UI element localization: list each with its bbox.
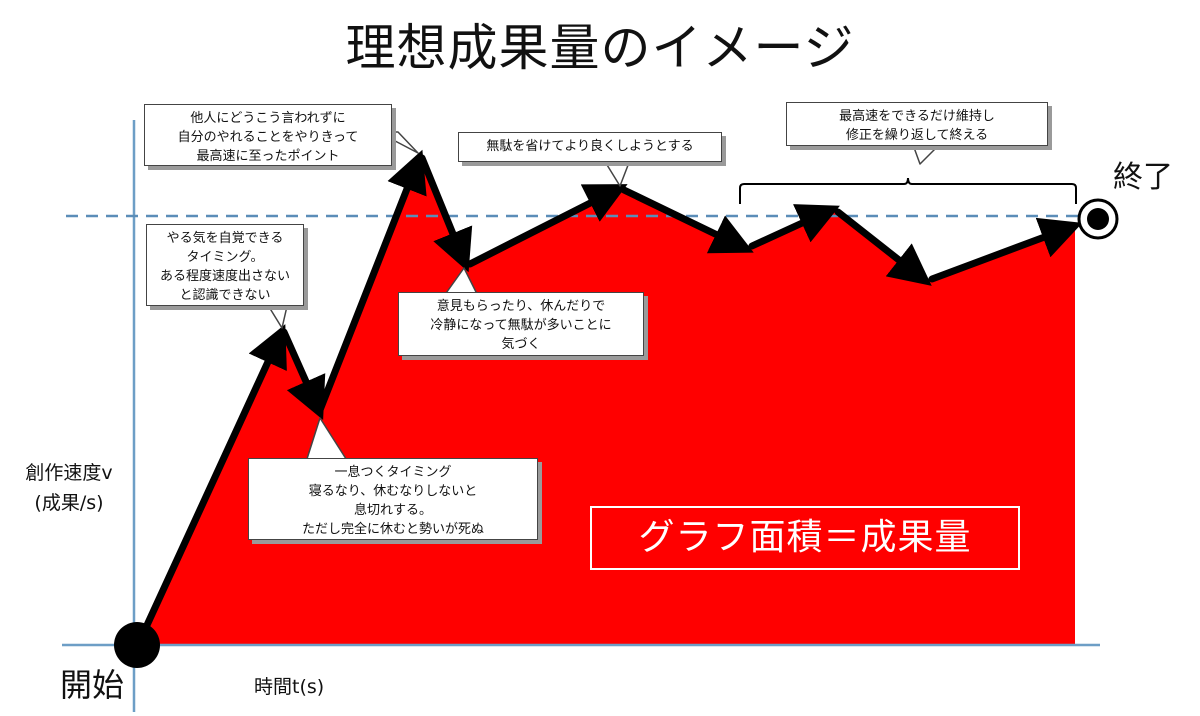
curve-segment-4: [418, 154, 473, 273]
x-axis-label: 時間t(s): [254, 676, 325, 698]
maintain-bracket: [739, 177, 1077, 204]
waste-callout: 意見もらったり、休んだりで 冷静になって無駄が多いことに 気づく: [398, 292, 644, 356]
curve-segment-8: [834, 208, 932, 286]
start-point-marker: [114, 622, 160, 668]
area-equals-output-label: グラフ面積＝成果量: [590, 506, 1020, 570]
rest-callout: 一息つくタイミング 寝るなり、休むなりしないと 息切れする。 ただし完全に休むと…: [248, 458, 538, 540]
improve-callout: 無駄を省けてより良くしようとする: [458, 132, 722, 162]
page-title: 理想成果量のイメージ: [345, 19, 855, 77]
start-label: 開始: [60, 666, 125, 704]
end-point-marker-inner: [1087, 208, 1109, 230]
peak-callout: 他人にどうこう言われずに 自分のやれることをやりきって 最高速に至ったポイント: [144, 104, 392, 166]
y-axis-label-line2: (成果/s): [34, 492, 104, 514]
curve-segment-9: [928, 217, 1083, 283]
speed-curve: [138, 149, 1083, 640]
curve-segment-6: [620, 186, 754, 254]
curve-segment-2: [280, 328, 326, 420]
motivation-callout: やる気を自覚できる タイミング。 ある程度速度出さない と認識できない: [146, 224, 304, 306]
curve-segment-3: [316, 149, 427, 414]
improve-callout-tail: [603, 159, 631, 187]
y-axis-label-line1: 創作速度v: [25, 462, 113, 484]
curve-segment-5: [466, 184, 628, 268]
end-label: 終了: [1113, 160, 1173, 195]
y-axis-label: 創作速度v (成果/s): [14, 458, 124, 518]
maintain-callout: 最高速をできるだけ維持し 修正を繰り返して終える: [786, 102, 1048, 146]
curve-segment-1: [138, 324, 287, 640]
curve-segment-7: [748, 204, 840, 250]
